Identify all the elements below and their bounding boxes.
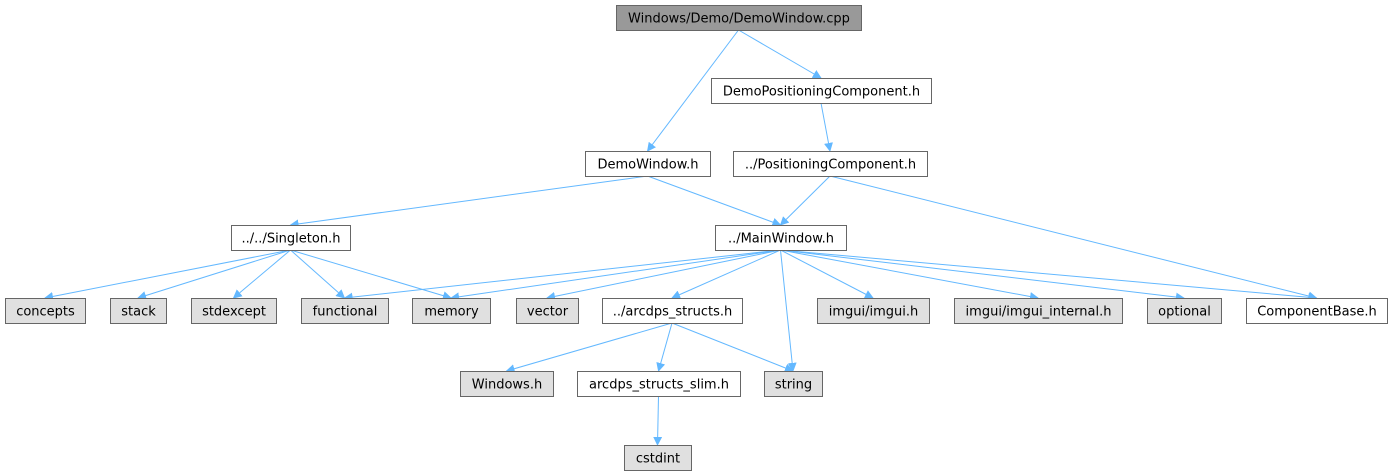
edge-singleton-to-functional: [290, 249, 346, 299]
node-box: [1147, 298, 1222, 324]
node-box: [301, 298, 389, 324]
node-label: vector: [527, 305, 569, 320]
node-box: [954, 298, 1123, 324]
node-stdexcept[interactable]: stdexcept: [191, 298, 277, 324]
node-box: [715, 225, 847, 251]
node-label: ../MainWindow.h: [728, 232, 834, 247]
node-windows_h[interactable]: Windows.h: [460, 371, 554, 397]
node-box: [577, 371, 741, 397]
node-label: stdexcept: [202, 305, 266, 320]
edges-layer: [44, 29, 1318, 446]
node-optional[interactable]: optional: [1147, 298, 1222, 324]
node-label: stack: [121, 305, 156, 320]
node-demo_positioning[interactable]: DemoPositioningComponent.h: [711, 78, 932, 104]
node-label: DemoPositioningComponent.h: [723, 85, 920, 100]
edge-demowindow_h-to-singleton: [289, 175, 648, 229]
node-box: [231, 225, 351, 251]
node-label: functional: [313, 305, 378, 320]
edge-demo_positioning-to-positioning: [820, 102, 833, 152]
node-label: ../arcdps_structs.h: [613, 305, 732, 320]
node-box: [733, 151, 928, 177]
node-box: [624, 445, 692, 471]
edge-positioning-to-componentbase: [829, 175, 1318, 301]
node-arcdps_slim[interactable]: arcdps_structs_slim.h: [577, 371, 741, 397]
edge-demowindow_h-to-mainwindow: [647, 175, 782, 227]
node-label: concepts: [16, 305, 75, 320]
edge-singleton-to-stdexcept: [232, 249, 291, 299]
node-label: DemoWindow.h: [597, 158, 698, 173]
edge-mainwindow-to-functional: [343, 249, 781, 302]
node-box: [412, 298, 491, 324]
edge-arcdps_structs-to-arcdps_slim: [656, 322, 673, 372]
node-box: [764, 371, 823, 397]
node-memory[interactable]: memory: [412, 298, 491, 324]
node-box: [616, 5, 862, 31]
node-concepts[interactable]: concepts: [5, 298, 86, 324]
node-functional[interactable]: functional: [301, 298, 389, 324]
edge-singleton-to-stack: [137, 249, 291, 300]
edge-singleton-to-memory: [290, 249, 452, 300]
node-vector[interactable]: vector: [516, 298, 579, 324]
node-label: arcdps_structs_slim.h: [589, 378, 729, 393]
node-label: optional: [1158, 305, 1211, 320]
node-label: Windows/Demo/DemoWindow.cpp: [628, 12, 850, 27]
node-box: [585, 151, 711, 177]
node-label: string: [775, 378, 812, 393]
edge-mainwindow-to-imgui_internal: [780, 249, 1039, 301]
edge-arcdps_slim-to-cstdint: [653, 395, 663, 446]
edge-root-to-demo_positioning: [738, 29, 822, 79]
edge-arcdps_structs-to-string: [671, 322, 794, 373]
node-label: ComponentBase.h: [1257, 305, 1377, 320]
edge-mainwindow-to-componentbase: [780, 249, 1318, 302]
edge-root-to-demowindow_h: [646, 29, 739, 152]
node-singleton[interactable]: ../../Singleton.h: [231, 225, 351, 251]
node-box: [5, 298, 86, 324]
node-box: [1246, 298, 1388, 324]
edge-mainwindow-to-vector: [546, 249, 781, 301]
node-root[interactable]: Windows/Demo/DemoWindow.cpp: [616, 5, 862, 31]
node-box: [110, 298, 167, 324]
edge-mainwindow-to-arcdps_structs: [671, 249, 781, 299]
node-string[interactable]: string: [764, 371, 823, 397]
node-label: memory: [424, 305, 479, 320]
node-cstdint[interactable]: cstdint: [624, 445, 692, 471]
node-imgui[interactable]: imgui/imgui.h: [817, 298, 930, 324]
edge-mainwindow-to-memory: [450, 249, 781, 302]
node-box: [516, 298, 579, 324]
node-box: [191, 298, 277, 324]
edge-singleton-to-concepts: [44, 249, 291, 301]
node-positioning[interactable]: ../PositioningComponent.h: [733, 151, 928, 177]
node-box: [460, 371, 554, 397]
node-stack[interactable]: stack: [110, 298, 167, 324]
edge-arcdps_structs-to-windows_h: [505, 322, 673, 374]
node-box: [817, 298, 930, 324]
node-arcdps_structs[interactable]: ../arcdps_structs.h: [602, 298, 743, 324]
node-box: [711, 78, 932, 104]
nodes-layer: Windows/Demo/DemoWindow.cppDemoPositioni…: [5, 5, 1388, 471]
node-label: ../PositioningComponent.h: [745, 158, 916, 173]
edge-positioning-to-mainwindow: [779, 175, 831, 226]
node-label: ../../Singleton.h: [242, 232, 341, 247]
node-demowindow_h[interactable]: DemoWindow.h: [585, 151, 711, 177]
node-label: imgui/imgui_internal.h: [966, 305, 1112, 320]
edge-mainwindow-to-optional: [780, 249, 1185, 302]
node-label: imgui/imgui.h: [829, 305, 919, 320]
edge-mainwindow-to-string: [780, 249, 797, 372]
node-label: Windows.h: [472, 378, 542, 393]
node-box: [602, 298, 743, 324]
node-componentbase[interactable]: ComponentBase.h: [1246, 298, 1388, 324]
node-label: cstdint: [636, 452, 680, 467]
node-imgui_internal[interactable]: imgui/imgui_internal.h: [954, 298, 1123, 324]
edge-mainwindow-to-imgui: [780, 249, 874, 299]
node-mainwindow[interactable]: ../MainWindow.h: [715, 225, 847, 251]
